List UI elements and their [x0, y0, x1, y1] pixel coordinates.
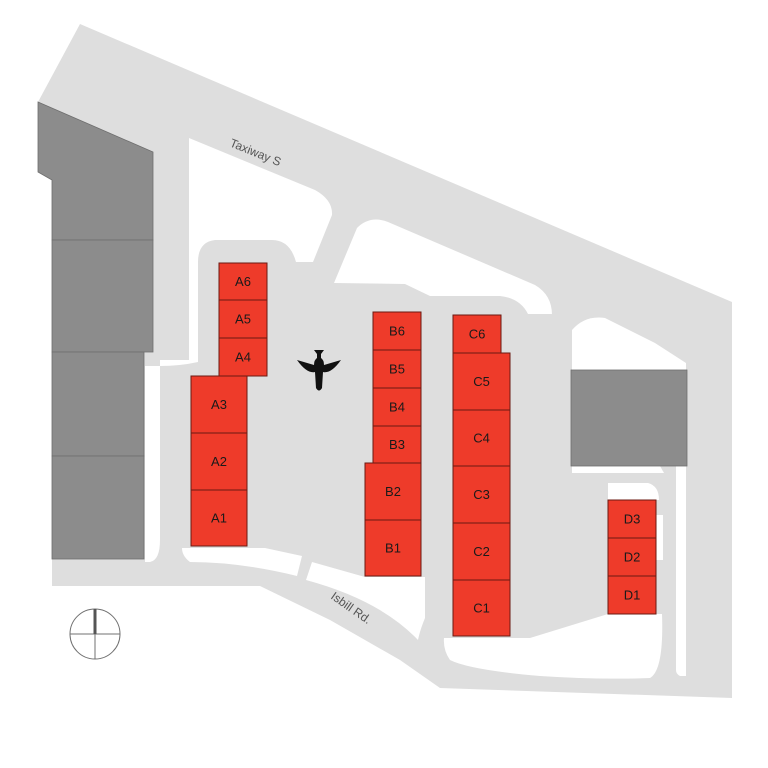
hangar-unit-shape[interactable] [452, 409, 511, 467]
hangar-unit-d2[interactable]: D2 [607, 537, 657, 577]
hangar-unit-shape[interactable] [190, 375, 248, 434]
hangar-unit-shape[interactable] [218, 262, 268, 301]
hangar-unit-c3[interactable]: C3 [452, 465, 511, 524]
hangar-unit-shape[interactable] [372, 425, 422, 464]
hangar-unit-a5[interactable]: A5 [218, 299, 268, 339]
hangar-unit-shape[interactable] [190, 489, 248, 547]
grass-area-east [572, 317, 686, 370]
airplane-icon [297, 350, 341, 391]
sidewalk-east-d [656, 515, 663, 560]
grass-area-d-top [608, 483, 659, 500]
hangar-unit-shape[interactable] [364, 462, 422, 521]
hangar-unit-shape[interactable] [607, 537, 657, 577]
hangar-unit-shape[interactable] [452, 314, 502, 354]
hangar-unit-shape[interactable] [452, 352, 511, 411]
hangar-unit-a1[interactable]: A1 [190, 489, 248, 547]
hangar-unit-b4[interactable]: B4 [372, 387, 422, 427]
hangar-unit-shape[interactable] [372, 387, 422, 427]
north-arrow-compass-icon [69, 608, 121, 660]
sidewalk-east [676, 465, 686, 676]
hangar-unit-shape[interactable] [218, 299, 268, 339]
unpaved-areas [145, 138, 686, 679]
hangar-unit-d3[interactable]: D3 [607, 499, 657, 539]
building-east [570, 369, 688, 467]
grass-area-north [160, 138, 333, 366]
hangar-unit-shape[interactable] [372, 349, 422, 389]
building-west-3 [51, 351, 145, 457]
sidewalk-west [145, 366, 160, 562]
hangar-unit-shape[interactable] [218, 337, 268, 377]
hangar-unit-c1[interactable]: C1 [452, 579, 511, 637]
hangar-unit-shape[interactable] [372, 311, 422, 351]
hangar-unit-shape[interactable] [452, 522, 511, 581]
existing-buildings [37, 101, 688, 560]
grass-area-south-c [443, 614, 663, 679]
hangar-unit-a6[interactable]: A6 [218, 262, 268, 301]
hangar-unit-c4[interactable]: C4 [452, 409, 511, 467]
hangar-unit-b5[interactable]: B5 [372, 349, 422, 389]
hangar-unit-a3[interactable]: A3 [190, 375, 248, 434]
grass-area-south-a [182, 548, 302, 576]
building-west-4 [51, 455, 145, 560]
hangar-unit-b2[interactable]: B2 [364, 462, 422, 521]
hangar-unit-d1[interactable]: D1 [607, 575, 657, 615]
building-west-2 [51, 239, 154, 353]
hangar-unit-b6[interactable]: B6 [372, 311, 422, 351]
grass-area-south-b [306, 562, 425, 640]
hangar-unit-c5[interactable]: C5 [452, 352, 511, 411]
hangar-unit-shape[interactable] [607, 575, 657, 615]
sidewalk-north-d [572, 466, 664, 473]
hangar-unit-c6[interactable]: C6 [452, 314, 502, 354]
hangar-unit-c2[interactable]: C2 [452, 522, 511, 581]
hangar-unit-shape[interactable] [190, 432, 248, 491]
hangar-unit-shape[interactable] [364, 519, 422, 577]
hangar-unit-shape[interactable] [452, 579, 511, 637]
hangar-unit-a4[interactable]: A4 [218, 337, 268, 377]
hangar-unit-shape[interactable] [452, 465, 511, 524]
hangar-unit-shape[interactable] [607, 499, 657, 539]
hangar-unit-b3[interactable]: B3 [372, 425, 422, 464]
hangar-unit-a2[interactable]: A2 [190, 432, 248, 491]
hangar-unit-b1[interactable]: B1 [364, 519, 422, 577]
grass-area-center [334, 219, 552, 315]
